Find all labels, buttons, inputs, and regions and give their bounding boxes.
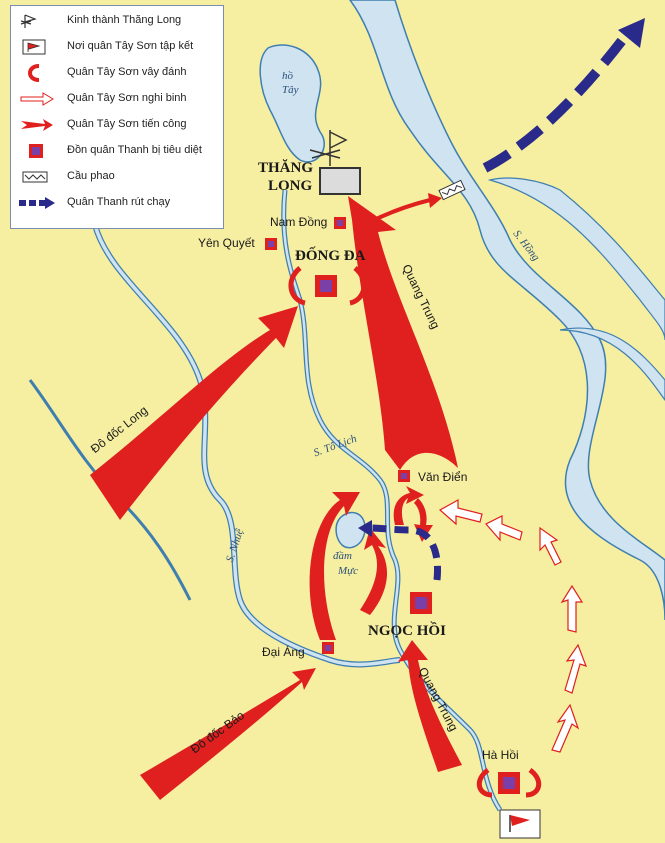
label-van-dien: Văn Điển <box>418 470 468 484</box>
song-hong-east <box>559 327 665 402</box>
fort-nam-dong-icon <box>334 217 346 229</box>
label-dong-da: ĐỐNG ĐA <box>295 248 366 264</box>
label-dam-muc-2: Mực <box>338 565 359 577</box>
legend-label-feint: Quân Tây Sơn nghi binh <box>67 92 187 104</box>
fort-van-dien-icon <box>398 470 410 482</box>
legend-row-attack: Quân Tây Sơn tiến công <box>11 114 223 136</box>
label-ngoc-hoi: NGỌC HỒI <box>368 623 446 639</box>
nhue-river-fill <box>93 224 401 667</box>
fort-yen-quyet-icon <box>265 238 277 250</box>
fort-icon <box>29 144 43 158</box>
qing-retreat-arrowhead <box>618 18 645 48</box>
legend-row-retreat: Quân Thanh rút chạy <box>11 192 223 214</box>
feint-arrows <box>438 498 588 753</box>
dam-muc-lake <box>335 511 366 549</box>
label-ho-tay-2: Tây <box>282 84 299 96</box>
label-thang-long-2: LONG <box>268 178 313 194</box>
flag-icon <box>22 39 46 55</box>
legend-label-citadel: Kinh thành Thăng Long <box>67 14 182 26</box>
qing-retreat-arrow <box>482 26 634 173</box>
do-doc-bao-arrow <box>140 668 316 800</box>
dam-muc-retreat-arrow <box>369 524 442 581</box>
fort-ngoc-hoi-icon <box>410 592 432 614</box>
label-nam-dong: Nam Đồng <box>270 215 328 229</box>
dashed-arrow-icon <box>19 197 55 209</box>
dong-da-encircle <box>288 266 367 306</box>
label-dai-ang: Đại Áng <box>262 645 305 659</box>
quang-trung-south-arrow <box>398 640 462 772</box>
citadel-flag-icon <box>309 130 348 166</box>
song-hong-river <box>349 0 665 621</box>
legend-label-fort: Đồn quân Thanh bị tiêu diệt <box>67 144 202 156</box>
to-lich-river-fill <box>282 189 502 811</box>
red-arrow-icon <box>21 119 53 131</box>
dam-muc-retreat-arrowhead <box>358 520 372 537</box>
label-yen-quyet: Yên Quyết <box>198 236 255 250</box>
legend-row-feint: Quân Tây Sơn nghi binh <box>11 88 223 110</box>
legend-label-attack: Quân Tây Sơn tiến công <box>67 118 187 130</box>
legend-label-assembly: Nơi quân Tây Sơn tập kết <box>67 40 194 52</box>
legend-label-bridge: Cầu phao <box>67 170 115 182</box>
attack-bridge-arrowhead <box>428 193 442 208</box>
fort-markers <box>265 217 520 794</box>
legend-label-encircle: Quân Tây Sơn vây đánh <box>67 66 187 78</box>
encircle-icon <box>28 64 40 82</box>
legend-row-encircle: Quân Tây Sơn vây đánh <box>11 62 223 84</box>
fort-ha-hoi-icon <box>498 772 520 794</box>
fort-dong-da-icon <box>315 275 337 297</box>
label-ha-hoi: Hà Hồi <box>482 748 519 762</box>
ha-hoi-encircle <box>476 767 542 798</box>
assembly-flag-icon <box>499 809 541 839</box>
label-thang-long-1: THĂNG <box>258 160 314 176</box>
legend-label-retreat: Quân Thanh rút chạy <box>67 196 171 208</box>
song-hong-branch <box>487 177 665 341</box>
legend-row-citadel: Kinh thành Thăng Long <box>11 10 223 32</box>
map-legend: Kinh thành Thăng Long Nơi quân Tây Sơn t… <box>10 5 224 229</box>
citadel-icon <box>20 14 37 28</box>
pontoon-bridge-icon <box>438 179 466 201</box>
quang-trung-main-arrow <box>348 196 458 470</box>
hollow-arrow-icon <box>20 92 54 106</box>
label-dam-muc-1: đầm <box>333 550 352 562</box>
legend-row-bridge: Cầu phao <box>11 166 223 188</box>
do-doc-long-arrow <box>90 306 298 520</box>
ho-tay-lake <box>259 44 325 163</box>
label-ho-tay-1: hồ <box>282 70 293 82</box>
fort-dai-ang-icon <box>322 642 334 654</box>
thang-long-citadel <box>319 167 361 195</box>
legend-row-fort: Đồn quân Thanh bị tiêu diệt <box>11 140 223 162</box>
bridge-icon <box>22 171 48 183</box>
legend-row-assembly: Nơi quân Tây Sơn tập kết <box>11 36 223 58</box>
